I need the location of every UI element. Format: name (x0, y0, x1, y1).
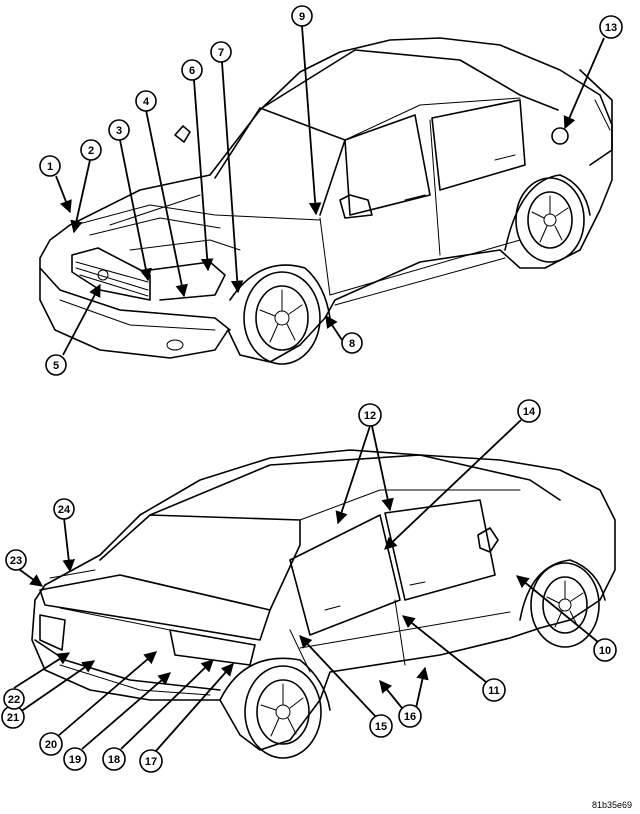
svg-text:21: 21 (7, 712, 19, 724)
figure-code: 81b35e69 (591, 800, 632, 810)
callout-22: 22 (3, 688, 25, 710)
svg-text:7: 7 (218, 47, 224, 59)
svg-text:4: 4 (143, 96, 150, 108)
svg-text:3: 3 (116, 125, 122, 137)
svg-text:2: 2 (88, 145, 94, 157)
svg-text:16: 16 (404, 711, 416, 723)
callout-6: 6 (181, 59, 203, 81)
callout-7: 7 (210, 41, 232, 63)
svg-text:1: 1 (47, 161, 53, 173)
callout-10: 10 (593, 638, 617, 662)
callout-9: 9 (291, 5, 313, 27)
svg-text:5: 5 (53, 360, 59, 372)
svg-text:17: 17 (145, 756, 157, 768)
svg-text:20: 20 (45, 739, 57, 751)
svg-text:19: 19 (69, 754, 81, 766)
callout-23: 23 (5, 549, 27, 571)
svg-text:22: 22 (8, 694, 20, 706)
svg-text:6: 6 (189, 65, 195, 77)
callout-19: 19 (63, 747, 87, 771)
svg-text:18: 18 (108, 754, 120, 766)
callout-1: 1 (39, 155, 61, 177)
callouts: 1 2 3 4 5 6 7 8 9 13 12 14 10 11 16 15 1… (1, 5, 623, 773)
callout-8: 8 (341, 332, 363, 354)
svg-text:9: 9 (299, 11, 305, 23)
callout-21: 21 (1, 705, 25, 729)
svg-text:14: 14 (523, 406, 536, 418)
svg-text:24: 24 (58, 504, 71, 516)
front-view-car (39, 37, 613, 365)
svg-text:23: 23 (10, 555, 22, 567)
leader-lines (13, 25, 605, 753)
callout-11: 11 (482, 678, 506, 702)
svg-text:10: 10 (599, 645, 611, 657)
rear-view-car (31, 449, 616, 759)
callout-5: 5 (45, 354, 67, 376)
callout-18: 18 (102, 747, 126, 771)
callout-2: 2 (80, 139, 102, 161)
svg-text:12: 12 (364, 410, 376, 422)
callout-14: 14 (517, 399, 541, 423)
svg-text:15: 15 (375, 721, 387, 733)
callout-20: 20 (39, 732, 63, 756)
callout-24: 24 (53, 498, 75, 520)
callout-17: 17 (139, 749, 163, 773)
svg-text:11: 11 (488, 685, 500, 697)
svg-text:13: 13 (605, 22, 617, 34)
svg-text:8: 8 (349, 338, 355, 350)
callout-13: 13 (599, 15, 623, 39)
callout-16: 16 (398, 704, 422, 728)
callout-3: 3 (108, 119, 130, 141)
callout-4: 4 (135, 90, 157, 112)
callout-12: 12 (358, 403, 382, 427)
callout-15: 15 (369, 714, 393, 738)
